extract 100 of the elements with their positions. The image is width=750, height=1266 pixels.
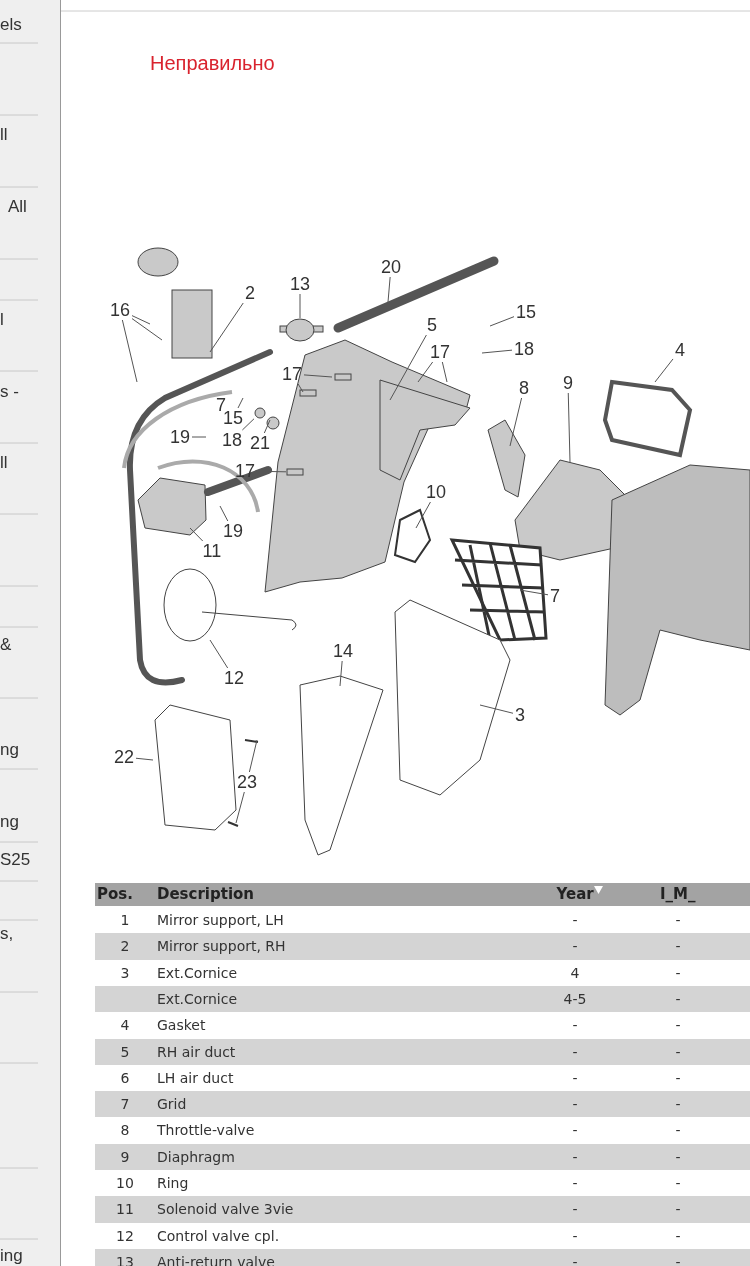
table-cell: Mirror support, RH (157, 937, 286, 956)
menu-item-text: l (0, 310, 4, 330)
table-cell: - (675, 911, 681, 929)
leader-line (509, 397, 523, 447)
table-cell: Control valve cpl. (157, 1226, 280, 1245)
table-cell: - (675, 1121, 681, 1140)
title: Неправильно (150, 52, 275, 75)
table-cell: 6 (120, 1068, 130, 1087)
menu-item-text: els (0, 15, 22, 35)
leader-line (389, 334, 427, 401)
callout-number: 12 (223, 669, 246, 687)
callout-number: 19 (222, 522, 245, 540)
table-cell: Throttle-valve (157, 1121, 255, 1140)
table-cell: 11 (116, 1200, 134, 1219)
callout-number: 18 (513, 340, 536, 358)
table-cell: - (572, 1147, 578, 1166)
callout-number: 22 (113, 748, 136, 766)
leader-line (567, 392, 571, 463)
leader-line (237, 397, 244, 409)
table-cell: - (675, 963, 681, 982)
table-cell: Ext.Cornice (157, 989, 237, 1008)
leader-line (479, 704, 514, 714)
callout-number: 7 (549, 587, 561, 605)
leader-line (189, 527, 204, 542)
leader-line (387, 276, 391, 303)
table-cell: - (572, 1174, 578, 1192)
leader-line (441, 361, 448, 383)
menu-item-text: & (0, 635, 12, 655)
table-cell: - (675, 1095, 681, 1114)
leader-line (415, 501, 431, 529)
table-cell: - (572, 1095, 578, 1114)
table-cell: Ring (157, 1174, 189, 1192)
table-cell: - (572, 1121, 578, 1140)
leader-line (121, 319, 138, 383)
callout-number: 4 (674, 341, 686, 359)
table-cell: 8 (120, 1121, 130, 1140)
table-cell: - (675, 1252, 681, 1266)
table-cell: - (572, 1252, 578, 1266)
callout-number: 21 (249, 434, 272, 452)
table-cell: - (675, 937, 681, 956)
table-cell: 10 (116, 1174, 134, 1192)
callout-number: 3 (514, 706, 526, 724)
table-cell: Mirror support, LH (157, 911, 284, 929)
table-cell: - (572, 1200, 578, 1219)
table-cell: - (675, 989, 681, 1008)
leader-line (235, 791, 245, 824)
leader-line (209, 639, 229, 669)
callout-number: 15 (222, 409, 245, 427)
leader-line (481, 349, 513, 354)
column-header: Year (556, 885, 594, 903)
leader-line (248, 739, 258, 773)
table-cell: Grid (157, 1095, 187, 1114)
table-cell: - (572, 911, 578, 929)
callout-number: 8 (518, 379, 530, 397)
leader-line (131, 315, 151, 325)
leader-line (299, 293, 301, 319)
menu-item-text: s, (0, 924, 14, 944)
table-cell: 12 (116, 1226, 134, 1245)
washer-part (254, 407, 266, 419)
table-cell: - (572, 937, 578, 956)
callout-number: 23 (236, 773, 259, 791)
leader-line (417, 361, 434, 383)
leader-line (519, 589, 549, 596)
table-cell: 3 (120, 963, 130, 982)
table-cell: 4 (120, 1016, 130, 1035)
table-cell: 2 (120, 937, 130, 956)
leader-line (339, 660, 343, 687)
table-cell: - (675, 1200, 681, 1219)
table-cell: - (675, 1068, 681, 1087)
menu-item-text: ng (0, 740, 19, 760)
menu-item-text: s - (0, 382, 19, 402)
callout-number: 5 (426, 316, 438, 334)
leader-line (241, 418, 255, 431)
menu-item-text: S25 (0, 850, 31, 870)
valve-part (285, 318, 315, 342)
callout-number: 13 (289, 275, 312, 293)
leader-line (209, 302, 244, 353)
callout-number: 9 (562, 374, 574, 392)
column-header: Description (157, 885, 255, 903)
callout-number: 17 (281, 365, 304, 383)
table-cell: - (572, 1016, 578, 1035)
callout-number: 2 (244, 284, 256, 302)
menu-item-text: ng (0, 812, 19, 832)
table-cell: RH air duct (157, 1042, 236, 1061)
table-cell: 7 (120, 1095, 130, 1114)
table-cell: 9 (120, 1147, 130, 1166)
table-cell: Gasket (157, 1016, 206, 1035)
leader-line (654, 358, 674, 383)
callout-number: 18 (221, 431, 244, 449)
column-header: Pos. (97, 885, 133, 903)
table-cell: - (572, 1042, 578, 1061)
leader-line (297, 383, 304, 393)
column-header: I_M_ (660, 885, 696, 903)
leader-line (131, 318, 163, 341)
table-cell: 4 (570, 963, 580, 982)
screw-part (286, 468, 304, 476)
callout-number: 14 (332, 642, 355, 660)
menu-item-text: ing (0, 1246, 23, 1266)
menu-item-text: All (8, 197, 27, 217)
callout-number: 10 (425, 483, 448, 501)
